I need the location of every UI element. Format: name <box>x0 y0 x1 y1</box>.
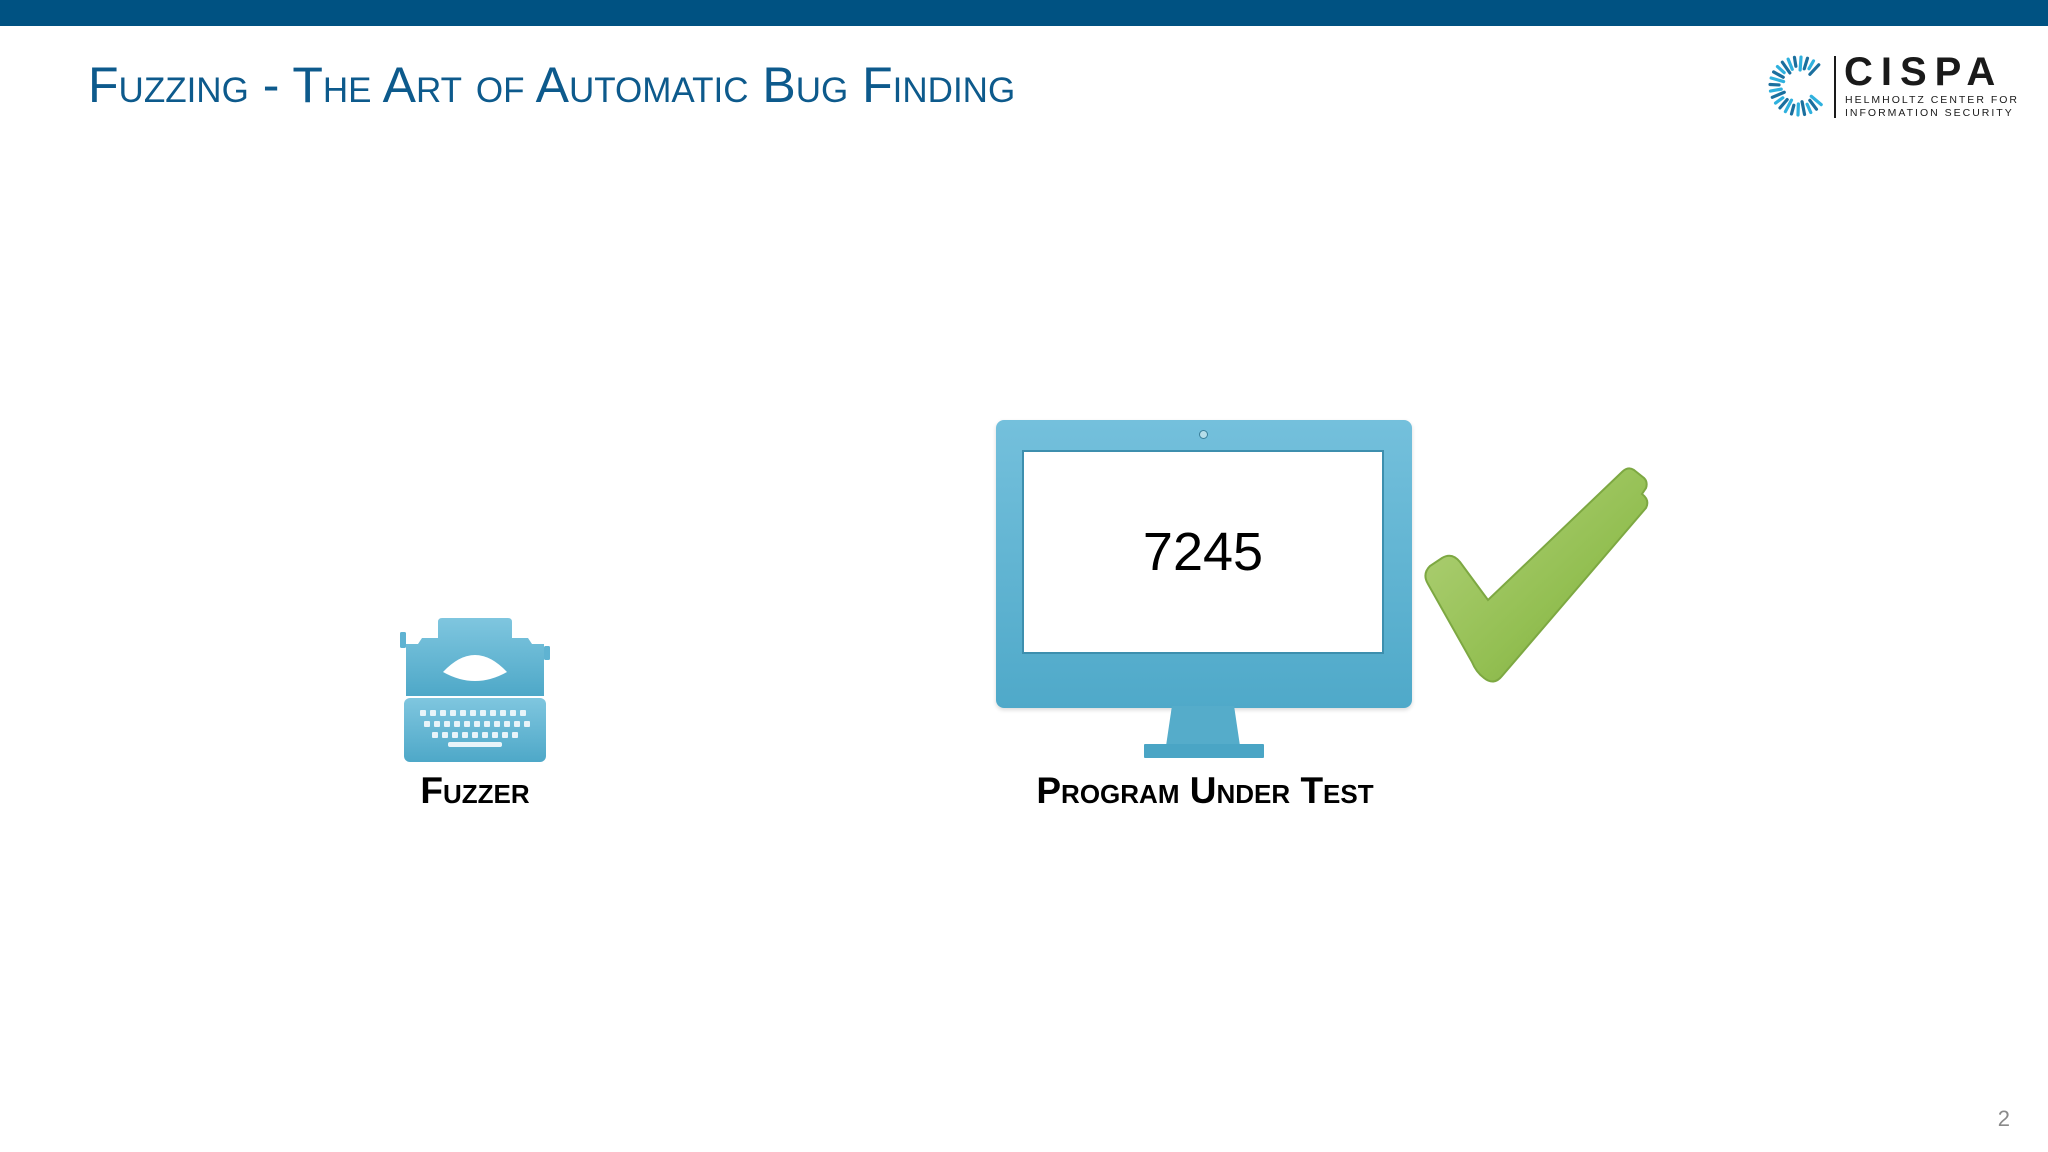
typewriter-key <box>450 710 456 716</box>
typewriter-key <box>442 732 448 738</box>
program-under-test-label: Program Under Test <box>1036 770 1374 811</box>
monitor-icon: 7245 <box>996 420 1412 760</box>
typewriter-key <box>490 710 496 716</box>
typewriter-key <box>432 732 438 738</box>
logo-ray <box>1786 57 1794 71</box>
checkmark-icon <box>1424 467 1649 683</box>
cispa-logo-mark-icon <box>1768 55 1823 117</box>
logo-ray <box>1768 87 1783 93</box>
typewriter-key <box>502 732 508 738</box>
typewriter-key <box>472 732 478 738</box>
typewriter-knob-right <box>544 646 550 660</box>
monitor-stand <box>1166 706 1240 746</box>
logo-ray <box>1770 90 1786 99</box>
typewriter-key <box>514 721 520 727</box>
logo-ray <box>1792 55 1798 68</box>
logo-subtitle-line2: INFORMATION SECURITY <box>1845 107 2014 119</box>
logo-ray <box>1798 55 1803 72</box>
logo-ray <box>1809 94 1823 107</box>
top-bar <box>0 0 2048 26</box>
typewriter-key <box>520 710 526 716</box>
typewriter-base <box>404 698 546 762</box>
logo-subtitle-line1: HELMHOLTZ CENTER FOR <box>1845 94 2019 106</box>
logo-divider <box>1834 56 1836 118</box>
monitor-camera <box>1199 430 1208 439</box>
page-number: 2 <box>1997 1106 2010 1131</box>
typewriter-key <box>444 721 450 727</box>
typewriter-key <box>524 721 530 727</box>
logo-wordmark: CISPA <box>1844 50 2004 94</box>
checkmark-shape <box>1424 467 1649 683</box>
screen-input-value: 7245 <box>1142 522 1264 582</box>
logo-ray <box>1808 63 1821 76</box>
logo-ray <box>1775 64 1786 75</box>
typewriter-key <box>512 732 518 738</box>
typewriter-key <box>494 721 500 727</box>
logo-ray <box>1807 59 1816 71</box>
logo-ray <box>1769 76 1786 84</box>
typewriter-key <box>484 721 490 727</box>
logo-ray <box>1780 60 1792 75</box>
typewriter-keys <box>420 710 530 738</box>
typewriter-key <box>440 710 446 716</box>
logo-ray <box>1783 98 1794 114</box>
typewriter-key <box>510 710 516 716</box>
fuzzer-label: Fuzzer <box>420 770 530 811</box>
typewriter-icon <box>400 618 550 762</box>
typewriter-key <box>480 710 486 716</box>
typewriter-key <box>420 710 426 716</box>
logo-ray <box>1808 98 1819 111</box>
monitor-screen: 7245 <box>1022 450 1384 654</box>
typewriter-paper <box>443 655 507 681</box>
slide-title: Fuzzing - The Art of Automatic Bug Findi… <box>88 57 1016 113</box>
typewriter-key <box>504 721 510 727</box>
logo-ray <box>1778 97 1789 110</box>
logo-subtitle: HELMHOLTZ CENTER FOR INFORMATION SECURIT… <box>1845 94 2019 120</box>
typewriter-key <box>434 721 440 727</box>
logo-ray <box>1800 100 1807 117</box>
typewriter-key <box>424 721 430 727</box>
typewriter-key <box>454 721 460 727</box>
monitor-base <box>1144 744 1264 758</box>
typewriter-key <box>464 721 470 727</box>
logo-ray <box>1802 56 1810 71</box>
typewriter-key <box>430 710 436 716</box>
typewriter-key <box>482 732 488 738</box>
logo-ray <box>1773 96 1785 105</box>
typewriter-key <box>460 710 466 716</box>
cispa-logo: CISPA HELMHOLTZ CENTER FOR INFORMATION S… <box>1768 50 2019 122</box>
typewriter-spacebar <box>448 742 502 747</box>
typewriter-key <box>492 732 498 738</box>
typewriter-key <box>452 732 458 738</box>
logo-ray <box>1772 70 1785 79</box>
monitor-frame: 7245 <box>996 420 1412 708</box>
typewriter-knob-left <box>400 632 406 648</box>
typewriter-key <box>474 721 480 727</box>
typewriter-key <box>500 710 506 716</box>
logo-ray <box>1789 103 1796 116</box>
logo-ray <box>1805 102 1813 115</box>
typewriter-key <box>462 732 468 738</box>
typewriter-key <box>470 710 476 716</box>
